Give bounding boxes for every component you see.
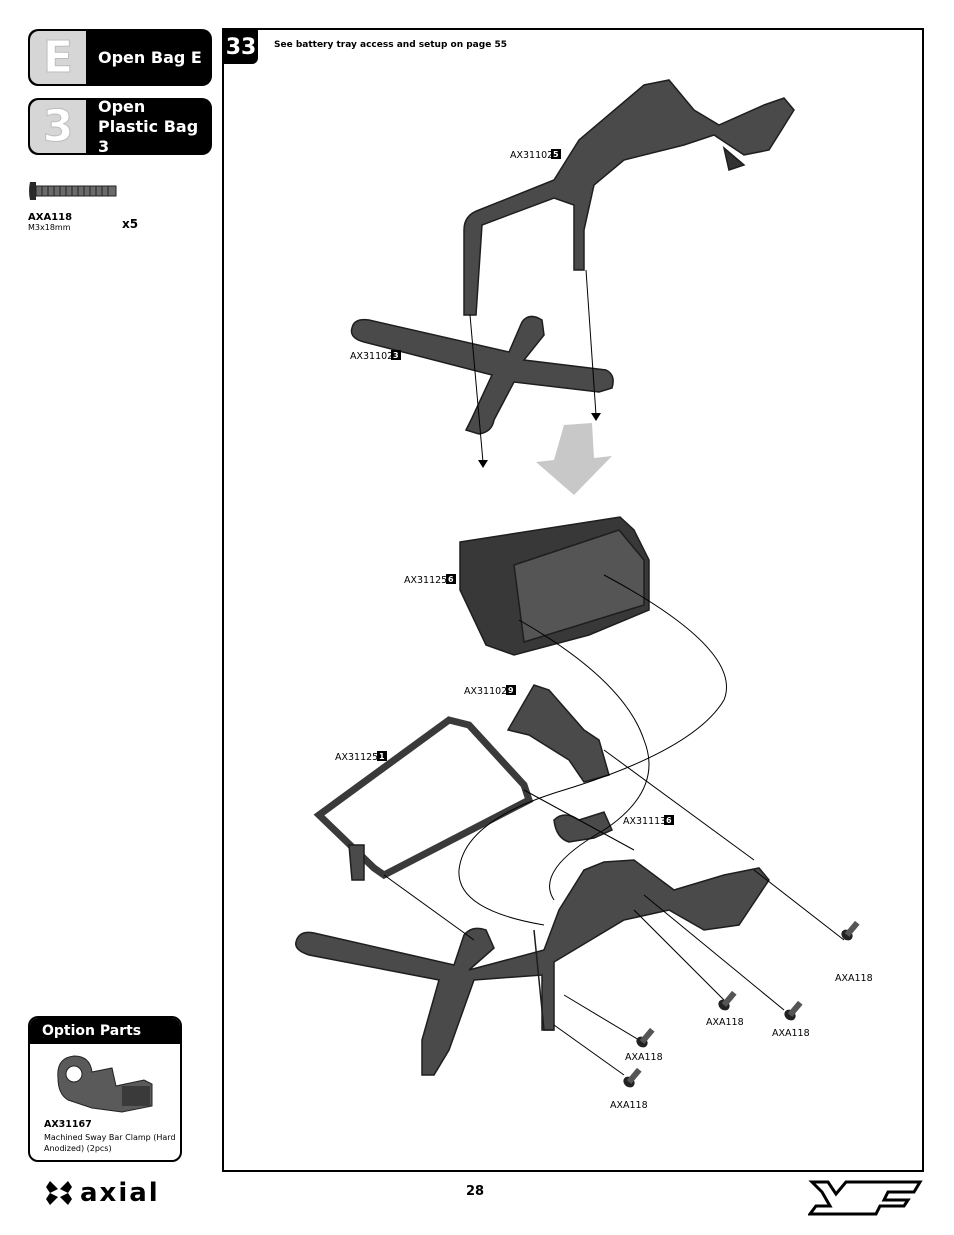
bag-e-box: E Open Bag E bbox=[28, 29, 212, 86]
hardware-qty: x5 bbox=[122, 217, 139, 231]
battery-frame-part bbox=[313, 716, 534, 881]
step-frame bbox=[222, 28, 924, 1172]
bag-letter-tab: E bbox=[30, 31, 86, 84]
hardware-info: AXA118 M3x18mm bbox=[28, 212, 72, 232]
x-brace-part bbox=[350, 315, 614, 435]
bag-3-box: 3 Open Plastic Bag 3 bbox=[28, 98, 212, 155]
screw-icon bbox=[29, 182, 117, 200]
step-number: 33 bbox=[224, 30, 258, 64]
callout-axa118: AXA118 bbox=[706, 1017, 744, 1028]
axial-logo: axial bbox=[44, 1178, 160, 1208]
guide-lines bbox=[383, 269, 845, 1076]
callout-ax31102-5: AX31102 5 bbox=[510, 149, 561, 161]
callout-axa118: AXA118 bbox=[772, 1028, 810, 1039]
callout-ax31113-6: AX31113 6 bbox=[623, 815, 674, 827]
svg-text:AX31102: AX31102 bbox=[350, 351, 393, 362]
yeti-logo bbox=[808, 1180, 923, 1216]
svg-text:AX31113: AX31113 bbox=[623, 816, 666, 827]
upper-cage-part bbox=[463, 79, 795, 316]
option-parts-box: Option Parts AX31167 Machined Sway Bar C… bbox=[28, 1016, 182, 1162]
svg-text:AX31125: AX31125 bbox=[404, 575, 447, 586]
callout-axa118: AXA118 bbox=[835, 973, 873, 984]
page-number: 28 bbox=[466, 1184, 485, 1199]
svg-text:6: 6 bbox=[448, 575, 454, 584]
axial-mark-icon bbox=[46, 1181, 72, 1205]
svg-text:3: 3 bbox=[393, 351, 399, 360]
svg-text:1: 1 bbox=[379, 752, 385, 761]
svg-text:5: 5 bbox=[553, 150, 559, 159]
hardware-size: M3x18mm bbox=[28, 223, 71, 232]
svg-text:AX31102: AX31102 bbox=[464, 686, 507, 697]
assembly-arrow-icon bbox=[536, 423, 612, 495]
assembled-cage-part bbox=[295, 859, 770, 1076]
option-parts-title: Option Parts bbox=[30, 1018, 180, 1044]
assembly-diagram: AX31102 5 AX31102 3 AX31125 6 AX31102 9 … bbox=[295, 79, 873, 1111]
clamp-part bbox=[553, 811, 613, 843]
callout-axa118: AXA118 bbox=[625, 1052, 663, 1063]
callout-ax31102-3: AX31102 3 bbox=[350, 350, 401, 362]
callout-ax31102-9: AX31102 9 bbox=[464, 685, 516, 697]
bag-label: Open Plastic Bag 3 bbox=[98, 98, 199, 155]
hardware-code: AXA118 bbox=[28, 212, 73, 223]
callout-axa118: AXA118 bbox=[610, 1100, 648, 1111]
bag-number-tab: 3 bbox=[30, 100, 86, 153]
battery-tray-part bbox=[459, 516, 650, 656]
screw-icons bbox=[623, 920, 860, 1088]
mount-bracket-part bbox=[506, 684, 610, 783]
svg-text:AX31125: AX31125 bbox=[335, 752, 378, 763]
callout-ax31125-6: AX31125 6 bbox=[404, 574, 456, 586]
bag-label: Open Bag E bbox=[98, 47, 202, 67]
option-code: AX31167 bbox=[44, 1119, 92, 1130]
arrowheads bbox=[478, 413, 601, 468]
step-note: See battery tray access and setup on pag… bbox=[274, 40, 507, 50]
svg-text:9: 9 bbox=[508, 686, 514, 695]
option-description: Machined Sway Bar Clamp (Hard Anodized) … bbox=[44, 1133, 176, 1153]
svg-text:AX31102: AX31102 bbox=[510, 150, 553, 161]
sway-bar-clamp-icon bbox=[57, 1055, 153, 1113]
svg-text:6: 6 bbox=[666, 816, 672, 825]
callout-ax31125-1: AX31125 1 bbox=[335, 751, 387, 763]
